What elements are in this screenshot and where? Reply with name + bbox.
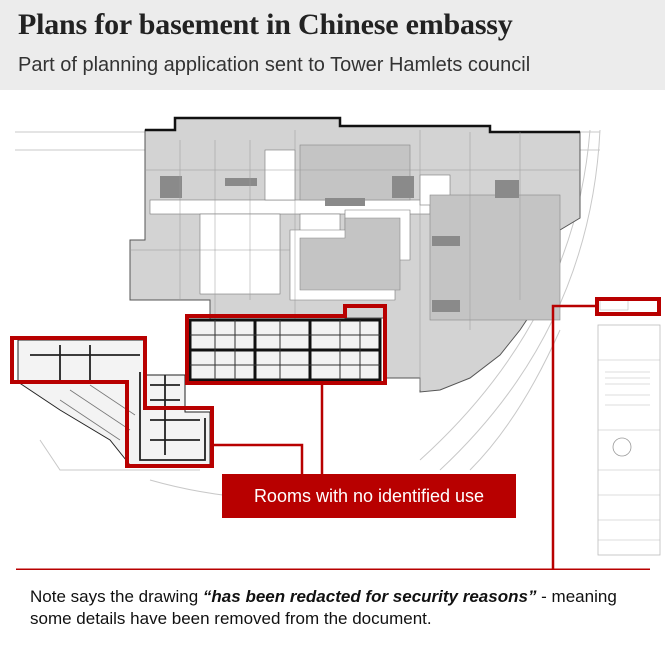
left-wing <box>17 339 211 466</box>
connector-lines <box>210 304 597 570</box>
inner-zones <box>299 144 561 321</box>
top-wall <box>145 116 580 134</box>
page-title: Plans for basement in Chinese embassy <box>18 8 513 41</box>
note-text-before: Note says the drawing <box>30 587 203 606</box>
equipment-blocks <box>160 176 519 312</box>
floor-plan-drawing <box>10 116 661 570</box>
note-text-after: - meaning some details have been removed… <box>30 587 617 628</box>
left-rooms-highlight <box>10 336 214 468</box>
header: Plans for basement in Chinese embassy Pa… <box>0 0 665 90</box>
page-subtitle: Part of planning application sent to Tow… <box>18 54 531 76</box>
central-rooms-highlight <box>185 304 387 385</box>
central-rooms <box>188 318 382 382</box>
callout-label: Rooms with no identified use <box>222 474 516 518</box>
title-block <box>597 299 661 556</box>
grid-lines <box>130 130 580 390</box>
note-quote: “has been redacted for security reasons” <box>202 587 537 606</box>
left-wing-walls <box>30 345 206 461</box>
security-note: Note says the drawing “has been redacted… <box>30 586 650 630</box>
